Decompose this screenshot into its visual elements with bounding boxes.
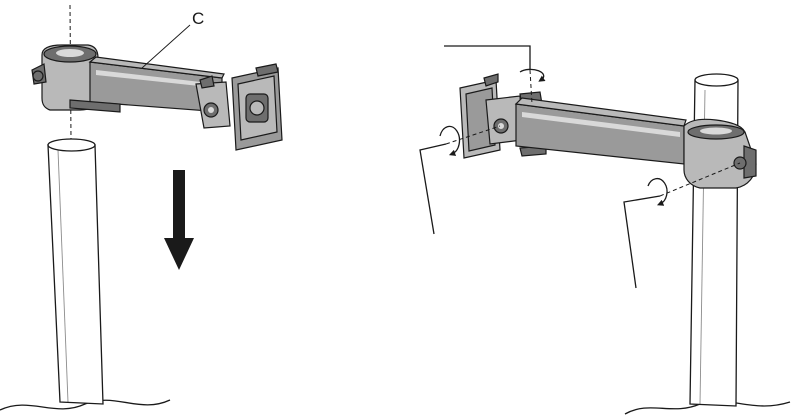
pole-left <box>47 138 104 405</box>
left-panel: C <box>0 4 283 411</box>
hex-key-right-icon <box>623 195 661 289</box>
rotation-arrow-right-icon <box>647 177 668 206</box>
hex-key-top-icon <box>444 45 531 70</box>
rotation-arrow-left-icon <box>439 125 461 156</box>
rotation-arrow-top-icon <box>519 68 546 82</box>
hex-key-left-icon <box>419 143 447 235</box>
screw-axis-clamp <box>659 162 741 197</box>
ground-line-left <box>0 399 171 411</box>
monitor-arm-c <box>31 44 283 151</box>
right-panel <box>419 45 791 415</box>
axis-line-left <box>69 4 72 140</box>
callout-label-c: C <box>192 9 204 28</box>
down-arrow-icon <box>164 170 194 270</box>
screw-axis-top <box>529 69 533 105</box>
screw-axis-knuckle <box>445 125 501 145</box>
callout-leader-c <box>141 24 191 69</box>
